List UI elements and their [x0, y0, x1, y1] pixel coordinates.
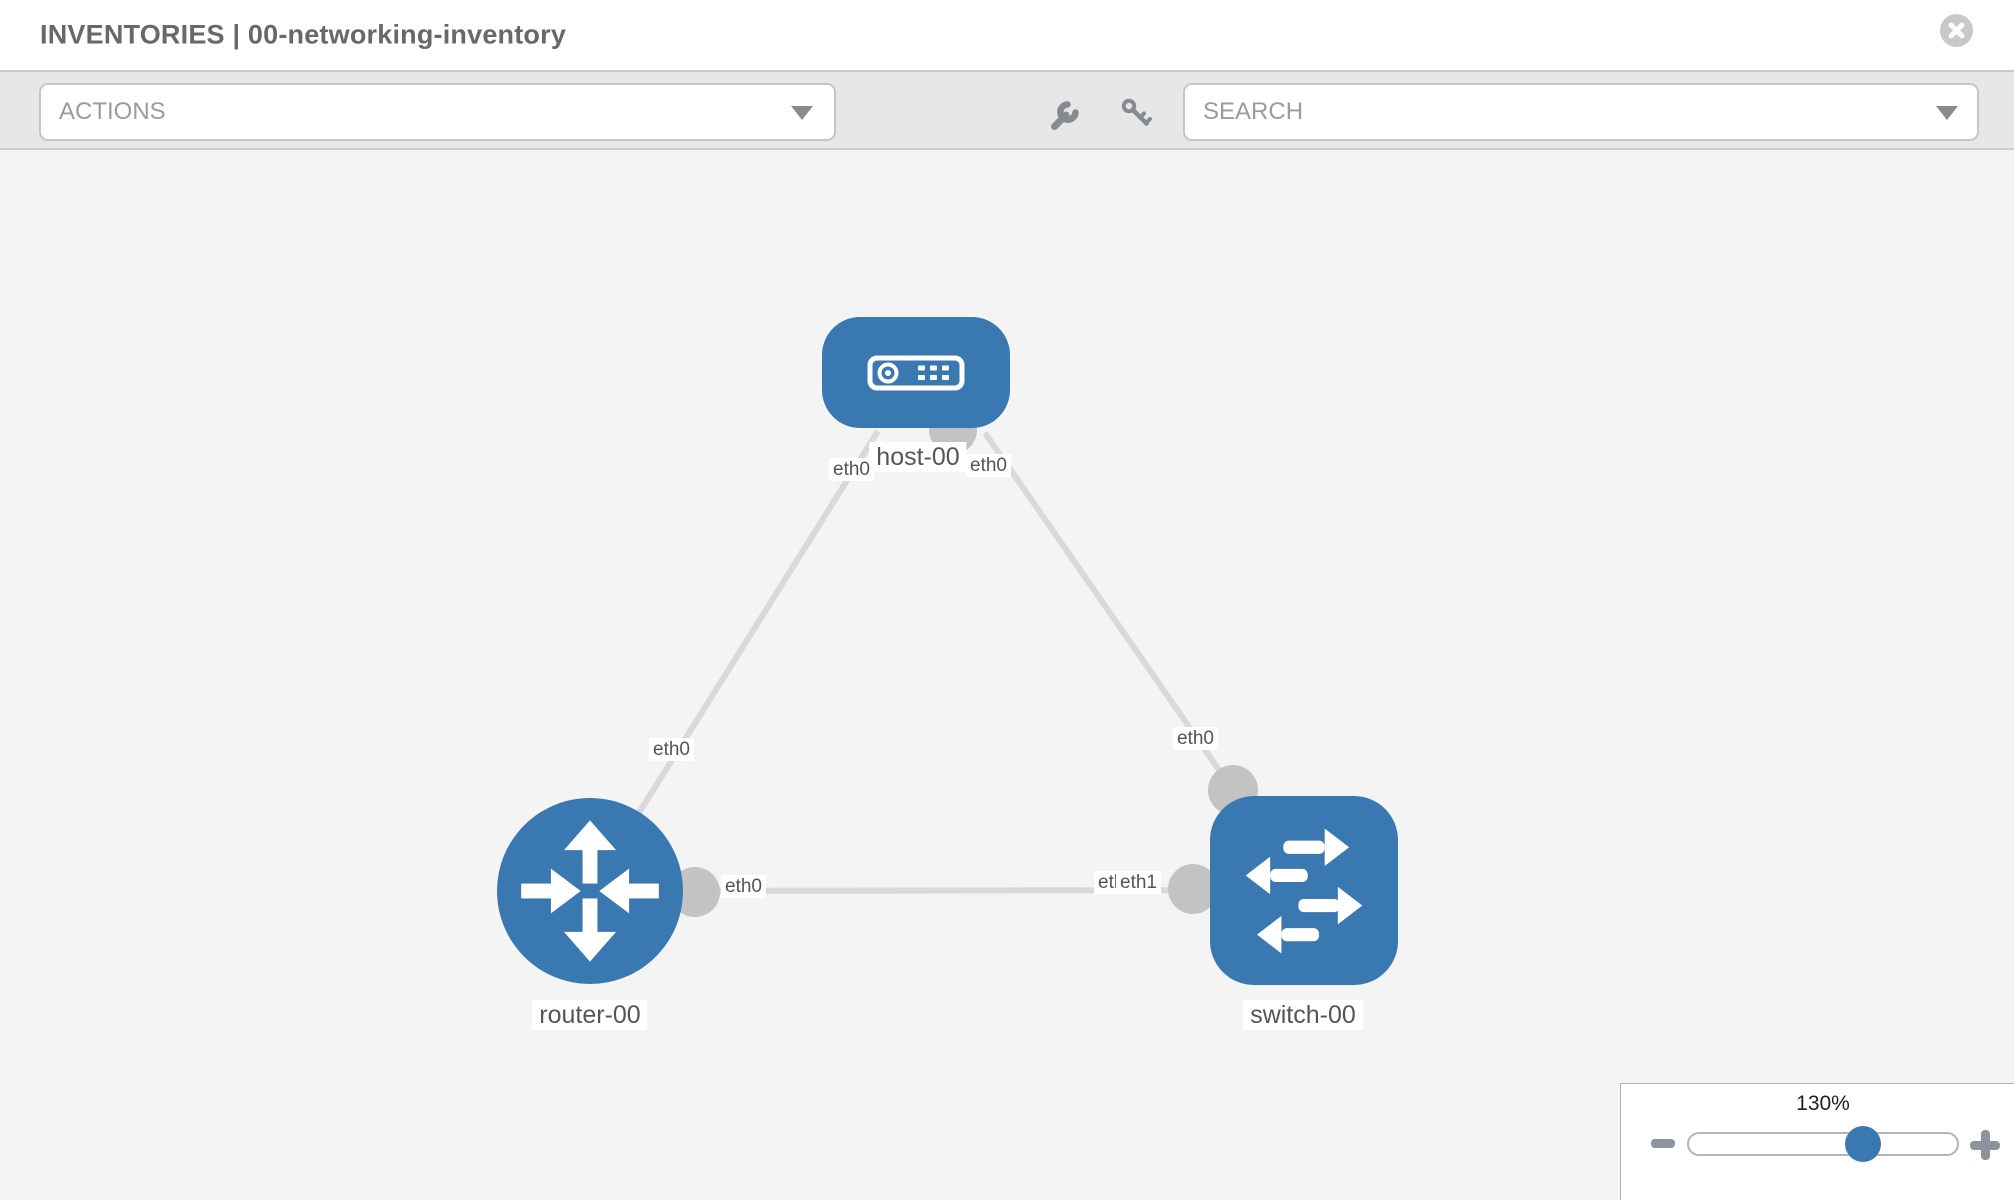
node-switch-00[interactable]: [1210, 796, 1398, 985]
iface-label-switch-top: eth0: [1173, 727, 1218, 750]
tools-button[interactable]: [1048, 96, 1084, 132]
node-label-router: router-00: [532, 1000, 648, 1030]
iface-label-router-top: eth0: [649, 738, 694, 761]
zoom-slider-thumb[interactable]: [1845, 1126, 1881, 1162]
key-button[interactable]: [1118, 96, 1154, 132]
iface-label-switch-left: eth1: [1116, 871, 1161, 894]
host-icon: [867, 355, 965, 390]
search-dropdown[interactable]: SEARCH: [1183, 83, 1979, 141]
plus-icon: [1980, 1130, 1990, 1160]
router-icon: [521, 820, 659, 962]
connector-dot-router: [670, 867, 720, 917]
node-label-switch: switch-00: [1243, 1000, 1363, 1030]
zoom-level-label: 130%: [1796, 1092, 1850, 1115]
zoom-out-button[interactable]: [1651, 1139, 1675, 1148]
close-button[interactable]: [1940, 14, 1973, 47]
node-label-host: host-00: [869, 442, 967, 472]
search-dropdown-label: SEARCH: [1203, 98, 1304, 125]
topology-canvas[interactable]: host-00 router-00 switch-00 eth0 eth0 et…: [0, 150, 2014, 1200]
zoom-in-button[interactable]: [1970, 1130, 2000, 1160]
close-icon: [1948, 22, 1965, 39]
node-host-00[interactable]: [822, 317, 1010, 428]
toolbar: ACTIONS SEARCH: [0, 72, 2014, 150]
actions-dropdown[interactable]: ACTIONS: [39, 83, 836, 141]
wrench-icon: [1051, 101, 1079, 130]
chevron-down-icon: [791, 106, 813, 120]
zoom-slider[interactable]: [1687, 1132, 1959, 1156]
node-router-00[interactable]: [497, 798, 683, 984]
page-title: INVENTORIES | 00-networking-inventory: [40, 19, 567, 50]
key-icon: [1121, 98, 1152, 126]
zoom-panel: 130%: [1620, 1083, 2014, 1200]
iface-label-host-left: eth0: [829, 458, 874, 481]
link-host-switch[interactable]: [982, 431, 1263, 831]
iface-label-host-right: eth0: [966, 454, 1011, 477]
chevron-down-icon: [1936, 106, 1958, 120]
iface-label-router-right: eth0: [721, 875, 766, 898]
actions-dropdown-label: ACTIONS: [59, 98, 166, 125]
header-bar: INVENTORIES | 00-networking-inventory: [0, 0, 2014, 72]
connector-dot-switch-left: [1168, 864, 1218, 914]
switch-icon: [1245, 828, 1363, 954]
